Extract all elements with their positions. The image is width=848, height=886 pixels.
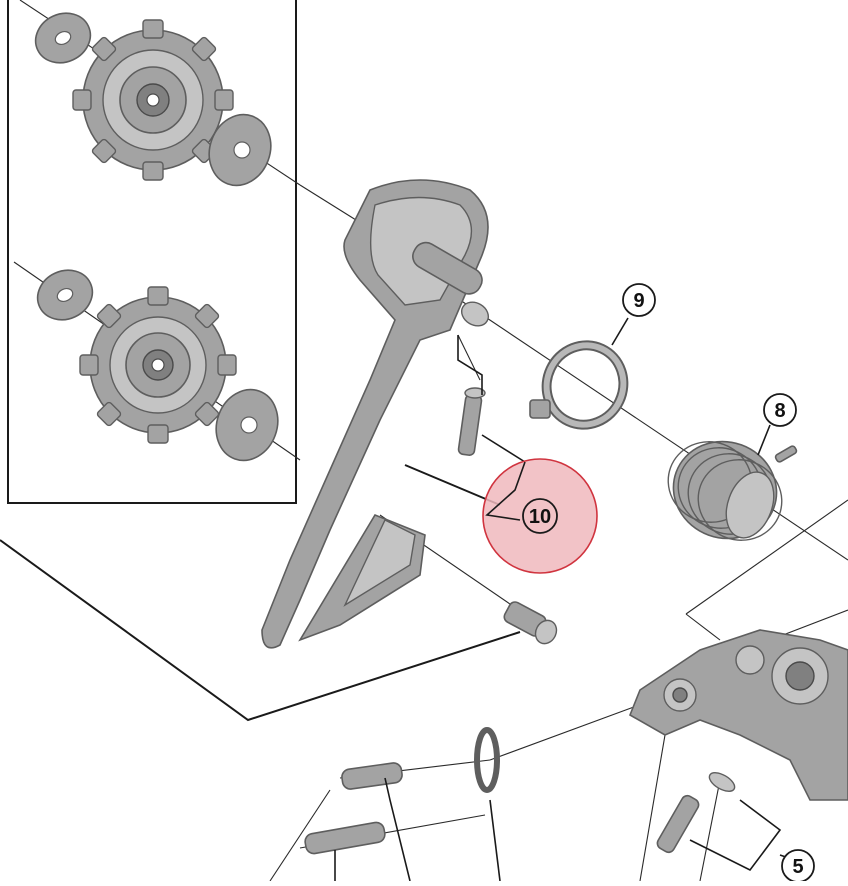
mounting-bolt-upper [341, 762, 403, 790]
stopper-ring-part-9 [529, 340, 629, 430]
lower-pulley-wheel [79, 286, 237, 444]
adjust-screw [656, 772, 736, 854]
main-body-bracket [628, 629, 848, 801]
callout-5[interactable]: 5 [781, 849, 815, 883]
tension-spring-part-8 [667, 440, 798, 541]
lower-pulley-washer-right [215, 388, 279, 462]
callout-10[interactable]: 10 [482, 458, 598, 574]
callout-8-label: 8 [774, 400, 785, 422]
cage-bolt [503, 601, 558, 645]
upper-pulley-washer-right [208, 113, 272, 187]
bolt-leader-brackets [334, 777, 501, 882]
pin-leader-lines [457, 335, 526, 463]
mounting-bolt-lower [304, 821, 386, 855]
upper-pulley-group [34, 12, 272, 187]
callout-5-label: 5 [792, 856, 803, 878]
callout-9[interactable]: 9 [611, 283, 656, 346]
pulley-inset-frame [7, 0, 297, 504]
callout-8[interactable]: 8 [757, 393, 797, 456]
callout-9-label: 9 [633, 290, 644, 312]
pin-part-10 [457, 387, 486, 456]
upper-pulley-wheel [72, 19, 234, 181]
lower-pulley-washer-left [36, 269, 94, 321]
pulley-cage-plate [261, 179, 490, 649]
mounting-washer [474, 727, 500, 793]
assembly-outline-frame [0, 464, 521, 722]
callout-10-highlight [482, 458, 598, 574]
callout-10-label: 10 [529, 506, 551, 528]
upper-pulley-washer-left [34, 12, 92, 64]
lower-pulley-group [36, 269, 279, 462]
